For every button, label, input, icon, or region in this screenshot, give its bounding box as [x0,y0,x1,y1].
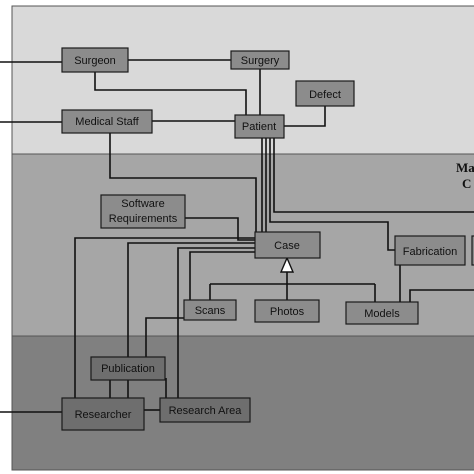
node-medical-staff[interactable]: Medical Staff [61,109,153,134]
node-patient[interactable]: Patient [234,114,285,139]
node-defect[interactable]: Defect [295,80,355,107]
node-surgeon-label: Surgeon [74,55,116,67]
node-fabrication[interactable]: Fabrication [394,235,466,266]
inheritance-arrow [279,256,295,273]
band-label-line2: C [462,176,471,191]
connector-models-right [409,289,474,302]
connector-defect-patient [284,106,326,127]
node-case-label: Case [274,240,300,252]
node-surgeon[interactable]: Surgeon [61,47,129,73]
node-research-area[interactable]: Research Area [159,397,251,423]
node-models[interactable]: Models [345,301,419,325]
connector-case-research-area [177,247,255,398]
node-researcher-label: Researcher [75,409,132,421]
node-photos[interactable]: Photos [254,299,320,323]
node-software-requirements[interactable]: Software Requirements [100,194,186,229]
connector-software-case [185,217,255,241]
node-scans-label: Scans [195,305,226,317]
node-research-area-label: Research Area [169,405,243,417]
node-patient-label: Patient [242,121,276,133]
band-label-line1: Ma [456,160,474,175]
connector-patient-fabrication [269,138,395,251]
node-surgery-label: Surgery [241,55,280,67]
node-researcher[interactable]: Researcher [61,397,145,431]
connector-case-researcher [127,242,255,400]
node-publication-label: Publication [101,363,155,375]
node-software-requirements-line1: Software [121,198,164,210]
connectors [0,59,474,413]
connector-medstaff-case [109,133,257,232]
connector-patient-right [273,138,474,213]
node-medical-staff-label: Medical Staff [75,116,139,128]
node-defect-label: Defect [309,89,341,101]
node-surgery[interactable]: Surgery [230,50,290,70]
node-offscreen-right [471,235,474,266]
connector-surgeon-patient [94,72,247,115]
node-scans[interactable]: Scans [183,299,237,321]
node-case[interactable]: Case [254,231,321,259]
node-fabrication-label: Fabrication [403,246,457,258]
node-models-label: Models [364,308,400,320]
node-software-requirements-line2: Requirements [109,213,178,225]
node-photos-label: Photos [270,306,305,318]
node-publication[interactable]: Publication [90,356,166,381]
